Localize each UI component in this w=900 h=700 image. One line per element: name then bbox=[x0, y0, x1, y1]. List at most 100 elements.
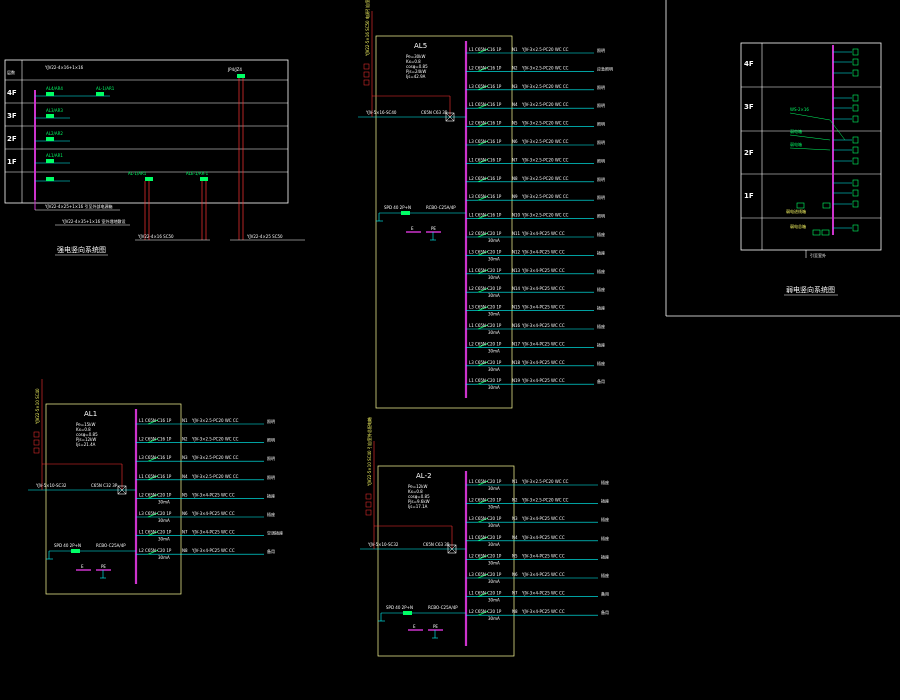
feeder-breaker: L1 C65N C20 1P bbox=[469, 535, 502, 540]
panel-info-line: cosφ=0.85 bbox=[408, 494, 430, 499]
weak-outlet-icon bbox=[852, 200, 859, 208]
feeder-number: N2 bbox=[512, 65, 518, 70]
feeder-cable: YJV-3×2.5-PC20 WC CC bbox=[521, 213, 569, 218]
incoming-marker bbox=[365, 493, 372, 500]
feeder-breaker: L2 C65N C16 1P bbox=[139, 437, 172, 442]
feeder-breaker-symbol bbox=[477, 122, 489, 127]
feeder-number: N1 bbox=[512, 479, 518, 484]
feeder-number: N4 bbox=[512, 102, 518, 107]
feeder-breaker-symbol bbox=[477, 592, 489, 597]
incoming-marker bbox=[365, 509, 372, 516]
feeder-number: N10 bbox=[512, 213, 521, 218]
weak-outlet-icon bbox=[852, 146, 859, 154]
feeder-rcd: 30mA bbox=[158, 518, 170, 523]
feeder-number: N1 bbox=[182, 418, 188, 423]
feeder-rcd: 30mA bbox=[488, 523, 500, 528]
feeder-rcd: 30mA bbox=[488, 293, 500, 298]
feeder-cable: YJV-3×2.5-PC20 WC CC bbox=[521, 194, 569, 199]
panel-border bbox=[375, 35, 513, 409]
feeder-number: N8 bbox=[512, 176, 518, 181]
feeder-breaker-symbol bbox=[477, 343, 489, 348]
weak-outlet-icon bbox=[852, 157, 859, 165]
feeder-breaker: L2 C65N C20 1P bbox=[139, 548, 172, 553]
incoming-marker bbox=[33, 439, 40, 446]
incoming-marker bbox=[363, 79, 370, 86]
feeder-load: 照明 bbox=[597, 214, 605, 219]
weak-power-riser-diagram: 4F 3F 2F 1F WS-2×16 弱电箱 弱电箱 弱电进线箱 弱电总箱 引… bbox=[665, 0, 900, 317]
panel-info-line: cosφ=0.85 bbox=[76, 432, 98, 437]
label-al2: AL2/AR2 bbox=[46, 131, 63, 136]
weak-outlet-icon bbox=[852, 189, 859, 197]
panel-info-line: Pjs=24kW bbox=[406, 69, 426, 74]
feeder-load: 插座 bbox=[597, 286, 605, 292]
feeder-cable: YJV-3×4-PC25 WC CC bbox=[521, 572, 565, 577]
weak-outlet-icon bbox=[852, 94, 859, 102]
panel-al1-schematic: AL1Pe=15kWKx=0.8cosφ=0.85Pjs=12kWIjs=21.… bbox=[28, 379, 283, 595]
feeder-number: N7 bbox=[512, 157, 518, 162]
panel-info-line: Pjs=9.6kW bbox=[408, 499, 430, 504]
feeder-breaker-symbol bbox=[147, 438, 159, 443]
feeder-number: N7 bbox=[182, 530, 188, 535]
feeder-breaker: L1 C65N C16 1P bbox=[469, 47, 502, 52]
feeder-cable: YJV-3×4-PC25 WC CC bbox=[191, 511, 235, 516]
feeder-load: 照明 bbox=[597, 140, 605, 145]
main-breaker-label: C65N C63 3P bbox=[423, 542, 450, 547]
feeder-number: N5 bbox=[512, 121, 518, 126]
feeder-cable: YJV-3×2.5-PC20 WC CC bbox=[521, 65, 569, 70]
feeder-breaker: L3 C65N C20 1P bbox=[469, 305, 502, 310]
feeder-load: 应急照明 bbox=[597, 65, 613, 71]
panel-info-line: Pe=15kW bbox=[76, 422, 95, 427]
feeder-load: 插座 bbox=[601, 479, 609, 485]
feeder-load: 插座 bbox=[601, 535, 609, 541]
feeder-cable: YJV-3×4-PC25 WC CC bbox=[521, 323, 565, 328]
weak-box-1f-a bbox=[796, 202, 805, 209]
feeder-number: N12 bbox=[512, 249, 521, 254]
weak-label-bottom3: 引至室外 bbox=[810, 252, 826, 258]
panel-box-al1b bbox=[46, 177, 54, 181]
feeder-cable: YJV-3×2.5-PC20 WC CC bbox=[521, 157, 569, 162]
incoming-marker bbox=[33, 447, 40, 454]
feeder-breaker: L2 C65N C20 1P bbox=[469, 553, 502, 558]
weak-floor-3f: 3F bbox=[744, 103, 754, 111]
feeder-cable: YJV-3×2.5-PC20 WC CC bbox=[521, 139, 569, 144]
e-label: E bbox=[81, 564, 84, 569]
incoming-marker bbox=[365, 501, 372, 508]
spd-symbol bbox=[403, 611, 412, 615]
panel-info-line: Ijs=21.4A bbox=[76, 442, 96, 447]
main-breaker-symbol bbox=[117, 485, 127, 495]
feeder-breaker-symbol bbox=[477, 103, 489, 109]
feeder-breaker-symbol bbox=[147, 475, 159, 481]
panel-border bbox=[45, 403, 182, 595]
feeder-number: N4 bbox=[512, 535, 518, 540]
feeder-rcd: 30mA bbox=[488, 330, 500, 335]
weak-outlet-icon bbox=[852, 179, 859, 187]
panel-info-line: Pe=30kW bbox=[406, 54, 425, 59]
weak-outlet-icon bbox=[852, 115, 859, 123]
feeder-load: 照明 bbox=[267, 438, 275, 443]
label-al4: AL4/AR4 bbox=[46, 86, 63, 91]
feeder-rcd: 30mA bbox=[488, 579, 500, 584]
feeder-breaker: L3 C65N C16 1P bbox=[139, 455, 172, 460]
feeder-breaker-symbol bbox=[477, 287, 489, 293]
main-breaker-x bbox=[117, 485, 127, 495]
feeder-rcd: 30mA bbox=[488, 367, 500, 372]
panel-box-mid1 bbox=[145, 177, 153, 181]
feeder-breaker: L2 C65N C20 1P bbox=[469, 286, 502, 291]
feeder-rcd: 30mA bbox=[488, 385, 500, 390]
feeder-breaker: L1 C65N C16 1P bbox=[469, 213, 502, 218]
feeder-breaker-symbol bbox=[477, 324, 489, 330]
feeder-cable: YJV-3×4-PC25 WC CC bbox=[521, 360, 565, 365]
feeder-load: 插座 bbox=[597, 323, 605, 329]
panel-info-line: Kx=0.8 bbox=[76, 427, 91, 432]
spd-label: SPD 40 2P+N bbox=[386, 605, 413, 610]
feeder-load: 插座 bbox=[597, 341, 605, 347]
main-breaker-label: C65N C32 3P bbox=[91, 483, 118, 488]
feeder-cable: YJV-3×2.5-PC20 WC CC bbox=[191, 437, 239, 442]
incoming-vertical-label: YJV22-5×10 SC40 引自室外总配电箱 bbox=[366, 417, 372, 487]
weak-label-bottom1: 弱电进线箱 bbox=[786, 208, 806, 214]
panel-box-al4 bbox=[46, 92, 54, 96]
feeder-number: N15 bbox=[512, 305, 521, 310]
incoming-cable: YJV-5×10-SC32 bbox=[367, 542, 399, 547]
feeder-rcd: 30mA bbox=[488, 238, 500, 243]
feeder-cable: YJV-3×2.5-PC20 WC CC bbox=[521, 47, 569, 52]
